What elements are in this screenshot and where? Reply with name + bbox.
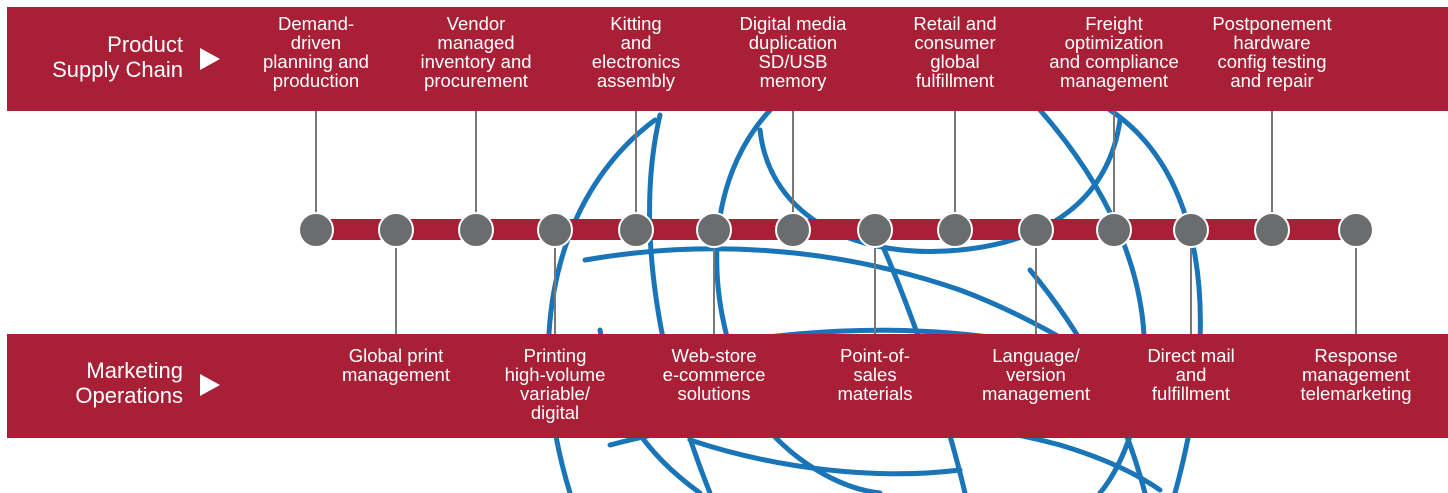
supply-step-vendor-inventory: Vendor managed inventory and procurement	[420, 13, 532, 91]
timeline-node	[298, 212, 334, 248]
timeline-node	[775, 212, 811, 248]
supply-step-retail-fulfillment: Retail and consumer global fulfillment	[913, 13, 997, 91]
connector-line	[1190, 247, 1192, 334]
timeline-node	[618, 212, 654, 248]
connector-line	[713, 247, 715, 334]
play-arrow-icon	[200, 48, 220, 70]
supply-step-kitting: Kitting and electronics assembly	[591, 13, 681, 91]
product-supply-chain-band: Product Supply Chain	[7, 7, 1448, 111]
connector-line	[1355, 247, 1357, 334]
play-arrow-icon	[200, 374, 220, 396]
connector-line	[635, 111, 637, 213]
connector-line	[874, 247, 876, 334]
marketing-step-response: Response management telemarketing	[1300, 345, 1412, 404]
timeline-node	[1254, 212, 1290, 248]
marketing-step-printing: Printing high-volume variable/ digital	[504, 345, 606, 423]
timeline-node	[857, 212, 893, 248]
timeline-node	[696, 212, 732, 248]
marketing-operations-band: Marketing Operations	[7, 334, 1448, 438]
connector-line	[1113, 111, 1115, 213]
marketing-step-language: Language/ version management	[982, 345, 1090, 404]
product-supply-chain-label: Product Supply Chain	[52, 32, 183, 82]
supply-step-freight: Freight optimization and compliance mana…	[1049, 13, 1179, 91]
connector-line	[315, 111, 317, 213]
connector-line	[792, 111, 794, 213]
timeline-node	[537, 212, 573, 248]
supply-step-digital-media: Digital media duplication SD/USB memory	[739, 13, 847, 91]
globe-arc-lower	[687, 437, 963, 477]
timeline-node	[1173, 212, 1209, 248]
timeline-node	[937, 212, 973, 248]
marketing-step-point-of-sales: Point-of- sales materials	[837, 345, 913, 404]
timeline-node	[1018, 212, 1054, 248]
connector-line	[1035, 247, 1037, 334]
connector-line	[554, 247, 556, 334]
marketing-operations-label: Marketing Operations	[75, 358, 183, 408]
timeline-node	[1338, 212, 1374, 248]
connector-line	[954, 111, 956, 213]
marketing-step-direct-mail: Direct mail and fulfillment	[1147, 345, 1235, 404]
connector-line	[475, 111, 477, 213]
connector-line	[395, 247, 397, 334]
marketing-step-web-store: Web-store e-commerce solutions	[662, 345, 766, 404]
timeline-node	[378, 212, 414, 248]
timeline-node	[458, 212, 494, 248]
connector-line	[1271, 111, 1273, 213]
timeline-node	[1096, 212, 1132, 248]
supply-step-postponement: Postponement hardware config testing and…	[1212, 13, 1332, 91]
supply-step-demand-planning: Demand- driven planning and production	[263, 13, 369, 91]
marketing-step-global-print: Global print management	[342, 345, 450, 385]
